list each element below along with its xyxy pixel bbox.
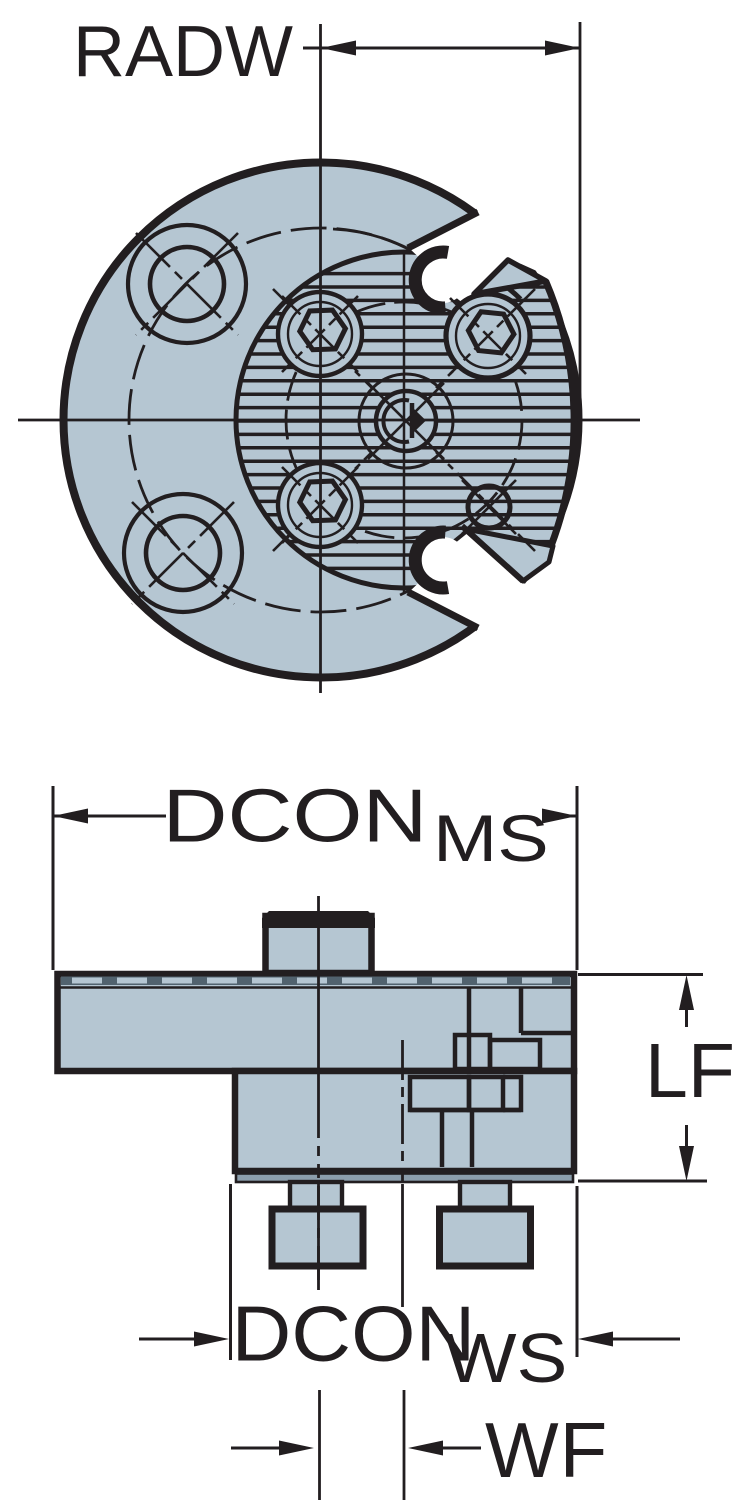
- svg-text:LF: LF: [645, 1028, 735, 1114]
- svg-text:MS: MS: [433, 802, 549, 876]
- svg-text:WF: WF: [485, 1406, 608, 1494]
- svg-text:DCON: DCON: [163, 774, 428, 858]
- svg-text:RADW: RADW: [73, 12, 293, 92]
- svg-text:DCON: DCON: [232, 1291, 476, 1378]
- svg-text:WS: WS: [445, 1319, 568, 1397]
